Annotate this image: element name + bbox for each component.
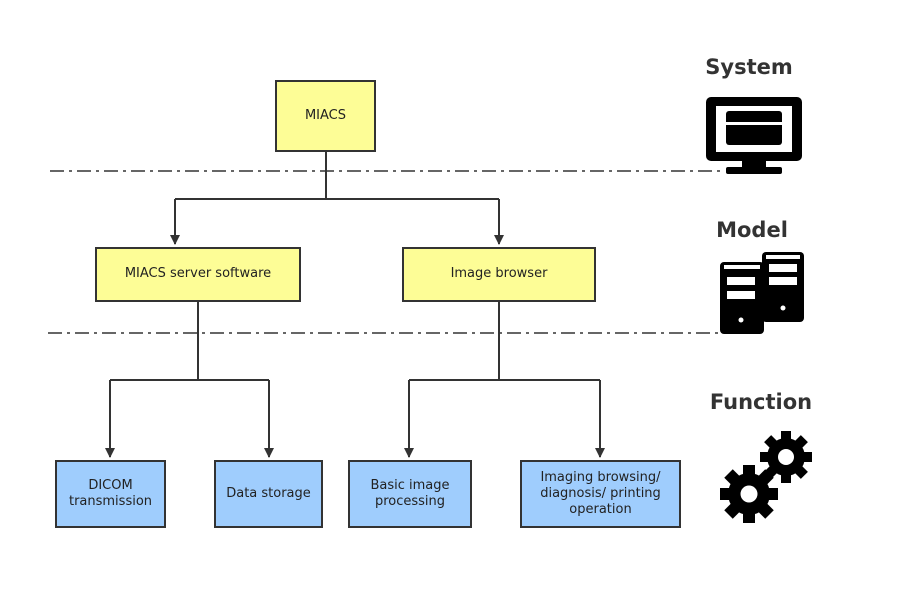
node-image-browser: Image browser bbox=[402, 247, 596, 302]
node-basic-processing-label: Basic image processing bbox=[370, 477, 450, 509]
layer-label-model: Model bbox=[716, 218, 788, 242]
node-imaging-ops-label: Imaging browsing/ diagnosis/ printing op… bbox=[540, 469, 661, 518]
node-dicom: DICOM transmission bbox=[55, 460, 166, 528]
server-towers-icon bbox=[720, 252, 804, 334]
node-miacs: MIACS bbox=[275, 80, 376, 152]
layer-label-function: Function bbox=[709, 390, 813, 414]
node-server-software: MIACS server software bbox=[95, 247, 301, 302]
node-miacs-label: MIACS bbox=[304, 107, 347, 123]
node-data-storage: Data storage bbox=[214, 460, 323, 528]
node-image-browser-label: Image browser bbox=[450, 266, 548, 282]
connector-image-browser bbox=[404, 300, 605, 458]
node-dicom-label: DICOM transmission bbox=[68, 477, 153, 509]
node-data-storage-label: Data storage bbox=[226, 485, 311, 501]
layer-label-system: System bbox=[705, 55, 793, 79]
node-basic-processing: Basic image processing bbox=[348, 460, 472, 528]
node-imaging-ops: Imaging browsing/ diagnosis/ printing op… bbox=[520, 460, 681, 528]
connector-miacs bbox=[170, 151, 504, 245]
connector-server-software bbox=[105, 300, 274, 458]
gears-icon bbox=[720, 431, 812, 523]
node-server-software-label: MIACS server software bbox=[124, 266, 272, 282]
computer-monitor-icon bbox=[706, 97, 802, 174]
